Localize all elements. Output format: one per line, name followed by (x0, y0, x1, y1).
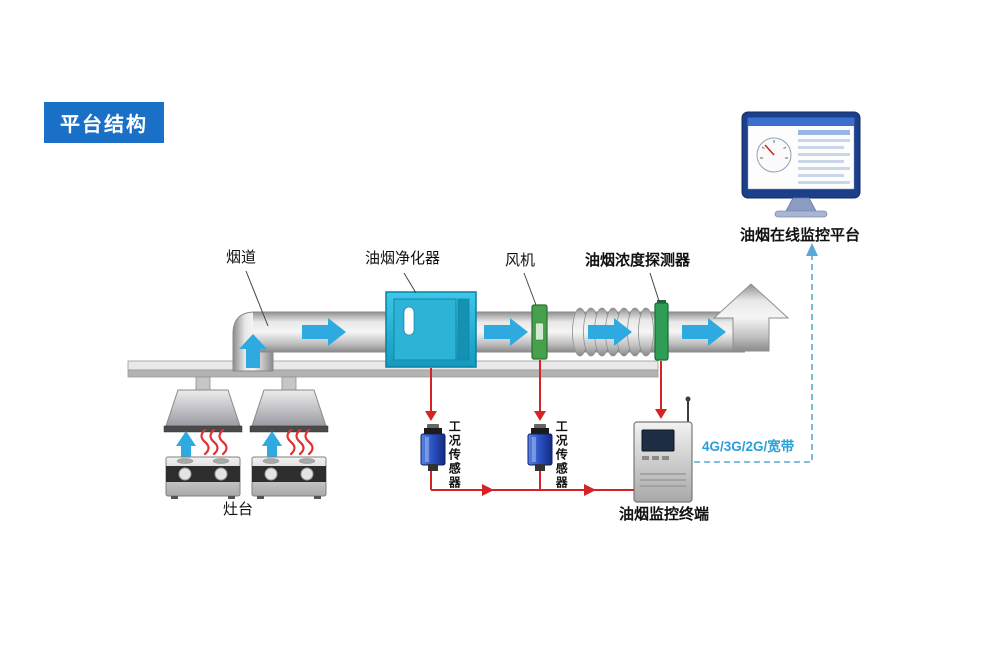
network-label: 4G/3G/2G/宽带 (702, 439, 795, 454)
purifier-box (385, 291, 477, 368)
pointer-lines (245, 270, 660, 327)
sensor-right (527, 424, 553, 471)
stoves-label: 灶台 (222, 501, 253, 518)
computer-monitor (741, 111, 861, 218)
network-dashed-line (694, 243, 818, 463)
terminal-label: 油烟监控终端 (618, 506, 709, 523)
stove-left (165, 456, 241, 499)
detector-label: 油烟浓度探测器 (585, 252, 691, 269)
heat-waves (200, 428, 314, 456)
terminal-box (633, 396, 693, 503)
exhaust-hood-right (249, 376, 329, 433)
sensor-left-label: 工况传感器 (447, 420, 462, 490)
fan-unit (531, 304, 548, 360)
exhaust-arrow (712, 283, 790, 352)
fan-label: 风机 (505, 252, 536, 269)
duct-label: 烟道 (226, 249, 257, 266)
stove-right (251, 456, 327, 499)
sensor-right-label: 工况传感器 (554, 420, 569, 490)
platform-label: 油烟在线监控平台 (739, 227, 860, 244)
sensor-left (420, 424, 446, 471)
exhaust-hood-left (163, 376, 243, 433)
purifier-label: 油烟净化器 (365, 250, 441, 267)
signal-lines (425, 360, 667, 496)
flow-arrows (239, 318, 726, 368)
detector-bar (654, 300, 669, 361)
title-badge: 平台结构 (44, 102, 164, 143)
